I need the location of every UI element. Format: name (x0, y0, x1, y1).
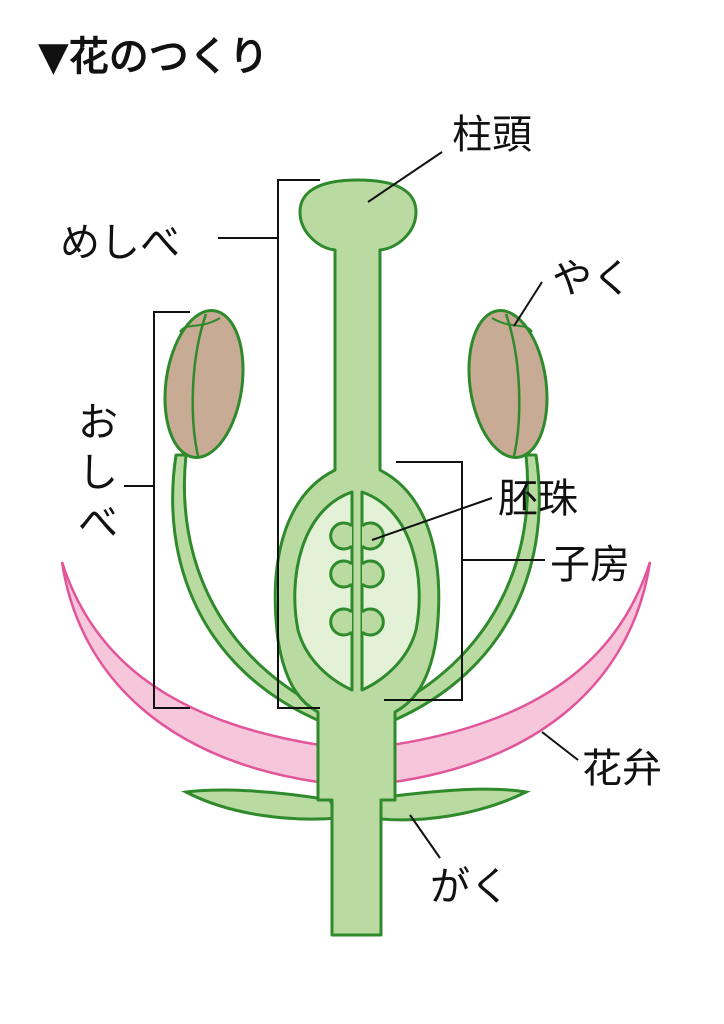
pistil-label: めしべ (60, 220, 180, 266)
sepal-left (180, 788, 341, 821)
ovule-leader (371, 497, 493, 541)
stigma-label: 柱頭 (452, 112, 532, 158)
anthers (163, 309, 549, 459)
sepal-right (370, 787, 531, 822)
labels: 柱頭 めしべ やく お し べ 胚珠 子房 花弁 がく (60, 112, 662, 910)
page-title: ▼花のつくり (38, 34, 269, 80)
anther-leader (513, 281, 543, 327)
stamen-label-char-1: お (78, 400, 118, 446)
ovule-label: 胚珠 (498, 476, 578, 522)
anther-right (467, 309, 549, 459)
ovule (329, 607, 353, 637)
ovule (361, 559, 385, 589)
ovule (361, 521, 385, 551)
sepal-leader (409, 814, 441, 859)
ovules (329, 521, 385, 637)
leader-lines (124, 151, 579, 859)
ovary-label: 子房 (550, 542, 630, 588)
ovule (329, 559, 353, 589)
sepals (180, 787, 531, 822)
stamen-label-char-3: べ (78, 500, 118, 546)
stamen-label-char-2: し (78, 450, 118, 496)
sepal-label: がく (430, 864, 510, 910)
pistil-bracket (277, 179, 320, 709)
ovary-bracket (384, 461, 463, 701)
stamen-bracket (153, 311, 190, 709)
petal-leader (541, 731, 579, 761)
petal-label: 花弁 (582, 746, 662, 792)
ovule (361, 607, 385, 637)
stigma-leader (367, 151, 443, 203)
ovule (329, 521, 353, 551)
anther-left (163, 309, 245, 459)
anther-label: やく (552, 256, 632, 302)
